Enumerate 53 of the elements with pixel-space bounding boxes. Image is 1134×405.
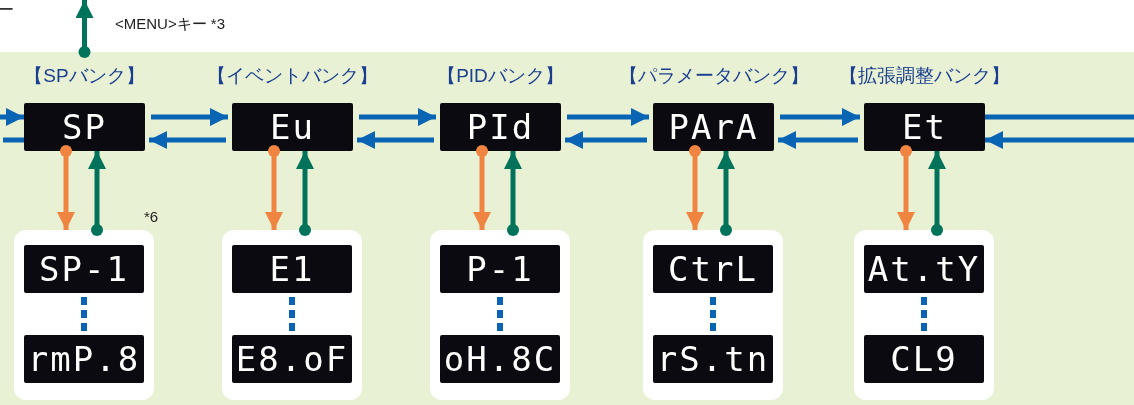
card-background (854, 230, 994, 400)
lcd-display: CL9 (864, 335, 984, 383)
card-background (222, 230, 362, 400)
arrow (686, 145, 704, 230)
lcd-display: PId (440, 103, 561, 151)
lcd-display: oH.8C (440, 335, 560, 383)
arrow (567, 108, 649, 126)
arrow (565, 131, 647, 149)
lcd-display: Eu (232, 103, 353, 151)
lcd-display: CtrL (653, 245, 773, 293)
arrow (359, 108, 436, 126)
arrow (149, 131, 226, 149)
card-background (643, 230, 783, 400)
lcd-display: rS.tn (653, 335, 773, 383)
arrow (778, 131, 858, 149)
arrow (473, 145, 491, 230)
arrow (780, 108, 860, 126)
lcd-display: E1 (232, 245, 352, 293)
edge-label: <MENU>キー *3 (115, 16, 226, 31)
dotted-line (497, 297, 503, 331)
lcd-display: PArA (653, 103, 774, 151)
lcd-display: E8.oF (232, 335, 352, 383)
card-background (430, 230, 570, 400)
arrow (928, 151, 946, 236)
arrow (717, 151, 735, 236)
arrow (897, 145, 915, 230)
lcd-display: P-1 (440, 245, 560, 293)
arrow (296, 151, 314, 236)
cut-off-text: ー (0, 2, 14, 18)
arrow (357, 131, 434, 149)
arrow (57, 145, 75, 230)
lcd-display: At.tY (864, 245, 984, 293)
dotted-line (921, 297, 927, 331)
arrow (75, 0, 94, 58)
dotted-line (289, 297, 295, 331)
bank-heading: 【イベントバンク】 (207, 66, 378, 85)
arrow (504, 151, 522, 236)
bank-heading: 【SPバンク】 (24, 66, 145, 85)
arrow (151, 108, 228, 126)
dotted-line (81, 297, 87, 331)
lcd-display: Et (864, 103, 985, 151)
bank-heading: 【PIDバンク】 (437, 66, 564, 85)
lcd-display: rmP.8 (24, 335, 144, 383)
arrow (265, 145, 283, 230)
note-mark: *6 (144, 207, 159, 227)
arrow (88, 151, 106, 236)
bank-heading: 【パラメータバンク】 (618, 66, 809, 85)
lcd-display: SP (24, 103, 145, 151)
dotted-line (710, 297, 716, 331)
arrow (0, 108, 24, 126)
lcd-display: SP-1 (24, 245, 144, 293)
arrow (985, 131, 1134, 149)
bank-heading: 【拡張調整バンク】 (839, 66, 1010, 85)
